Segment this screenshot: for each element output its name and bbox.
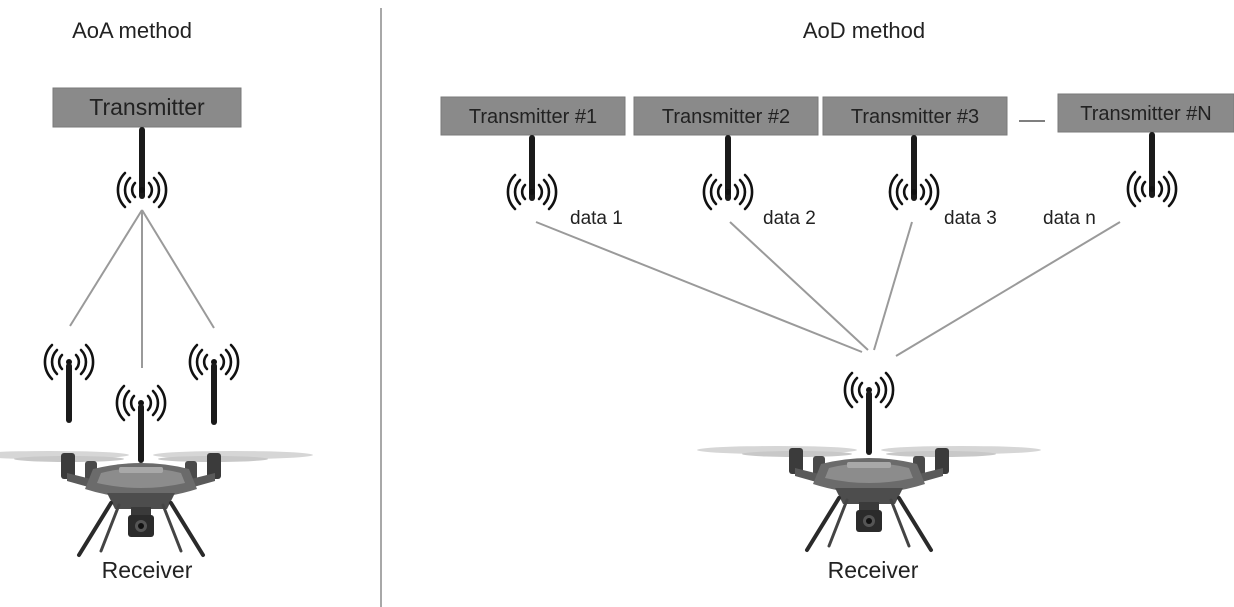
aod-transmitter-1: Transmitter #1 data 1 bbox=[440, 96, 626, 229]
data-label: data n bbox=[1043, 208, 1096, 229]
drone-icon bbox=[0, 449, 315, 557]
transmitter-label: Transmitter #3 bbox=[851, 106, 979, 128]
aod-link-1 bbox=[535, 221, 863, 353]
aoa-link-right bbox=[141, 209, 215, 329]
aod-transmitter-2: Transmitter #2 data 2 bbox=[633, 96, 819, 229]
aoa-antenna-center bbox=[115, 384, 167, 463]
aoa-section: AoA method Transmitter Receiver bbox=[0, 18, 315, 583]
aod-link-2 bbox=[729, 221, 869, 351]
transmitter-box bbox=[822, 96, 1008, 136]
aoa-link-left bbox=[69, 209, 143, 327]
aod-transmitter-n: Transmitter #N data n bbox=[1043, 93, 1234, 229]
transmitter-label: Transmitter #2 bbox=[662, 106, 790, 128]
transmitter-label: Transmitter #1 bbox=[469, 106, 597, 128]
transmitter-box bbox=[633, 96, 819, 136]
aoa-title: AoA method bbox=[72, 18, 192, 43]
data-label: data 3 bbox=[944, 208, 997, 229]
data-label: data 1 bbox=[570, 208, 623, 229]
aod-title: AoD method bbox=[803, 18, 925, 43]
transmitter-box bbox=[440, 96, 626, 136]
aod-link-3 bbox=[873, 221, 913, 351]
aoa-transmitter-label: Transmitter bbox=[89, 94, 205, 120]
aod-section: AoD method Transmitter #1 data 1 Transmi… bbox=[440, 18, 1234, 583]
transmitter-label: Transmitter #N bbox=[1080, 103, 1212, 125]
aoa-antenna-left bbox=[43, 343, 95, 423]
aoa-transmitter-box bbox=[52, 87, 242, 128]
aod-transmitter-3: Transmitter #3 data 3 bbox=[822, 96, 1008, 229]
aod-receiver-label: Receiver bbox=[828, 557, 919, 583]
aod-receiver-antenna bbox=[843, 371, 895, 455]
aod-link-n bbox=[895, 221, 1121, 357]
aoa-antenna-right bbox=[188, 343, 240, 425]
transmitter-box bbox=[1057, 93, 1234, 133]
aoa-transmitter: Transmitter bbox=[52, 87, 242, 209]
drone-icon bbox=[695, 444, 1043, 552]
aoa-receiver-label: Receiver bbox=[102, 557, 193, 583]
data-label: data 2 bbox=[763, 208, 816, 229]
